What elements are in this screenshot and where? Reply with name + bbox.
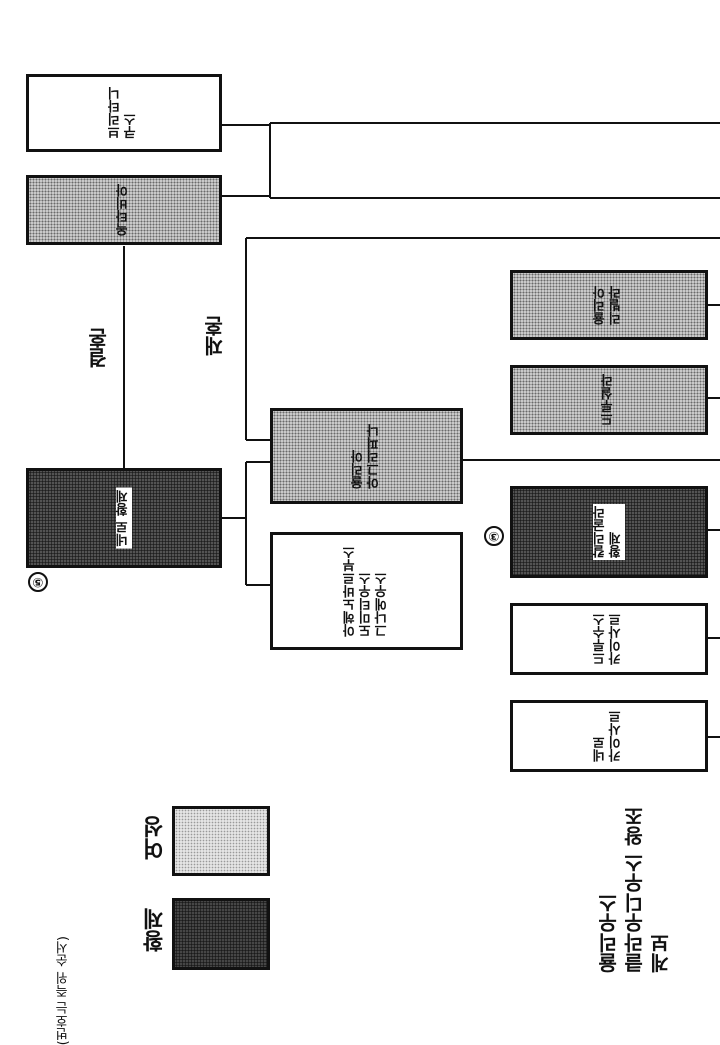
person-drusilla: 드루실라 xyxy=(510,365,708,435)
person-name-line: 황제 xyxy=(609,532,624,558)
marriage-label: 결혼 xyxy=(87,328,111,368)
person-name-line: 네로 xyxy=(593,736,608,762)
person-name-line: 아그리피나 xyxy=(366,423,382,489)
person-nero-caesar: 네로 카이사르 xyxy=(510,700,708,772)
person-name-line: 도미티우스 xyxy=(358,571,374,637)
legend-emperor-label: 황제 xyxy=(143,908,168,952)
person-octavia: 옥타비아 xyxy=(26,175,222,245)
legend-emperor-swatch xyxy=(172,898,270,970)
title-line: 계보 xyxy=(649,932,673,973)
person-name-line: 그나에우스 xyxy=(374,571,390,637)
person-ahenobarbus: 아헤노바르부스 도미티우스 그나에우스 xyxy=(270,532,463,650)
reign-order-marker-caligula: ③ xyxy=(484,526,504,546)
person-name-line: 율리아 xyxy=(593,285,608,325)
person-name-line: 네로 황제 xyxy=(116,489,131,547)
person-name-line: 율리아 xyxy=(350,449,366,489)
page-title: 율리우스 클라우디우스 왕조 계보 xyxy=(596,806,674,973)
person-name-line: 옥타비아 xyxy=(116,184,131,236)
legend-female-swatch xyxy=(172,806,270,876)
person-name-line: 드루수스 xyxy=(593,613,608,665)
title-line: 클라우디우스 왕조 xyxy=(623,806,647,973)
person-name-line: 카이사르 xyxy=(609,613,624,665)
person-nero: 네로 황제 xyxy=(26,468,222,568)
person-britannicus: 브리타니 쿠스 xyxy=(26,74,222,152)
person-name-line: 카이사르 xyxy=(609,710,624,762)
legend-female-label: 여성 xyxy=(143,816,168,860)
legend-note: (번호는 즉위 순서) xyxy=(56,936,71,1045)
person-name-line: 아헤노바르부스 xyxy=(342,545,358,637)
person-agrippina: 율리아 아그리피나 xyxy=(270,408,463,504)
title-line: 율리우스 xyxy=(597,892,621,973)
person-name-line: 드루실라 xyxy=(601,374,616,426)
reign-order-marker-nero: ⑤ xyxy=(28,572,48,592)
remarriage-label: 재혼 xyxy=(203,316,227,356)
person-drusus-caesar: 드루수스 카이사르 xyxy=(510,603,708,675)
person-caligula: 칼리굴라 황제 xyxy=(510,486,708,578)
person-name-line: 쿠스 xyxy=(124,113,139,139)
person-livilla: 율리아 리빌라 xyxy=(510,270,708,340)
person-name-line: 리빌라 xyxy=(609,285,624,325)
person-name-line: 칼리굴라 xyxy=(593,506,608,558)
person-name-line: 브리타니 xyxy=(108,87,123,139)
